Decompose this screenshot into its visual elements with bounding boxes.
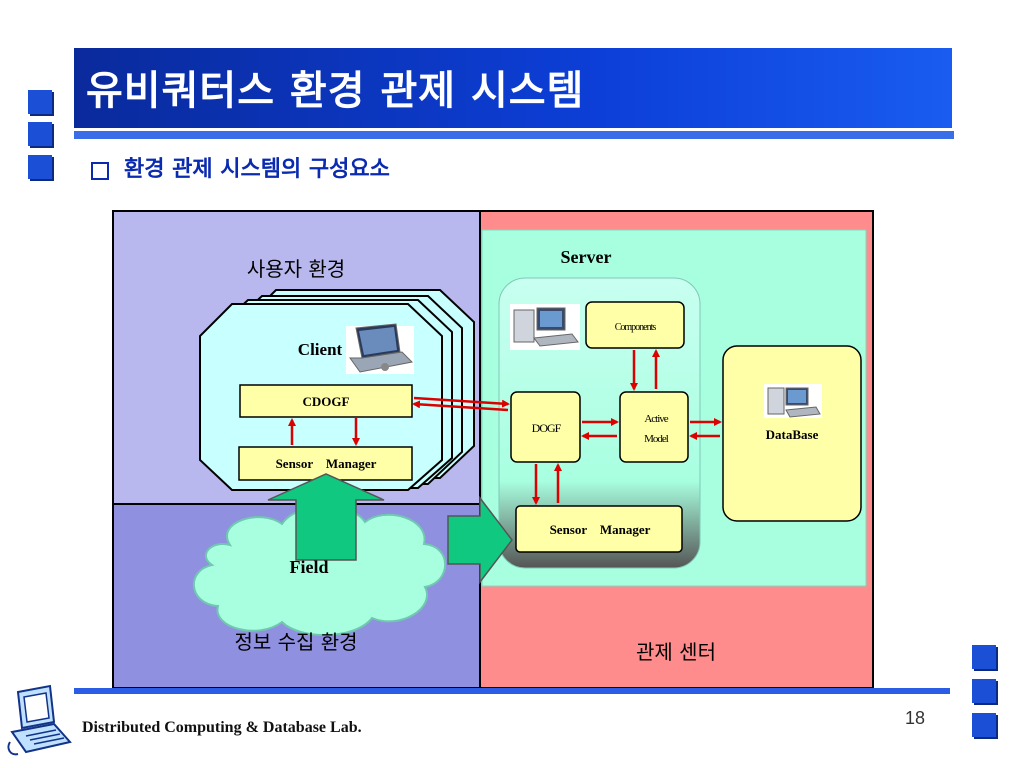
- server-sensor-manager-box: [515, 505, 683, 553]
- active-model-box: [619, 391, 689, 463]
- decor-square-2: [28, 122, 52, 146]
- database-computer-icon: [764, 384, 822, 418]
- title-bar: [74, 48, 952, 128]
- database-label: DataBase: [766, 427, 819, 442]
- components-box: [585, 301, 685, 349]
- lab-logo-computer-icon: [7, 684, 72, 756]
- client-label: Client: [298, 340, 343, 359]
- dogf-box: [510, 391, 581, 463]
- components-label: Components: [615, 322, 657, 333]
- decor-square-4: [972, 645, 996, 669]
- control-center-label: 관제 센터: [636, 640, 716, 664]
- decor-square-1: [28, 90, 52, 114]
- bullet-square: [91, 162, 109, 180]
- cdogf-label: CDOGF: [303, 394, 350, 409]
- decor-square-3: [28, 155, 52, 179]
- title-rule: [74, 131, 954, 139]
- client-sensor-manager-label: Sensor Manager: [276, 456, 377, 471]
- page-number: 18: [905, 708, 926, 728]
- footer-rule: [74, 688, 950, 694]
- dogf-to-cdogf-arrow: [412, 400, 509, 412]
- page-title: 유비쿼터스 환경 관제 시스템: [86, 68, 585, 114]
- footer-lab-name: Distributed Computing & Database Lab.: [82, 719, 362, 736]
- active-model-label-line1: Active: [644, 413, 668, 425]
- field-up-arrow: [267, 473, 385, 561]
- active-model-label-line2: Model: [644, 433, 669, 445]
- info-environment-label: 정보 수집 환경: [234, 630, 357, 654]
- decor-square-6: [972, 713, 996, 737]
- field-right-arrow: [447, 495, 513, 585]
- desktop-computer-icon: [510, 304, 580, 350]
- dogf-label: DOGF: [532, 421, 562, 435]
- server-sensor-manager-label: Sensor Manager: [550, 522, 651, 537]
- cdogf-box: [239, 384, 413, 418]
- subtitle: 환경 관제 시스템의 구성요소: [124, 157, 390, 182]
- cdogf-to-dogf-arrow: [413, 396, 510, 408]
- database-box: [722, 345, 862, 522]
- user-environment-label: 사용자 환경: [247, 257, 345, 281]
- laptop-icon: [346, 323, 414, 374]
- decor-square-5: [972, 679, 996, 703]
- server-label: Server: [561, 247, 612, 267]
- field-label: Field: [290, 557, 329, 577]
